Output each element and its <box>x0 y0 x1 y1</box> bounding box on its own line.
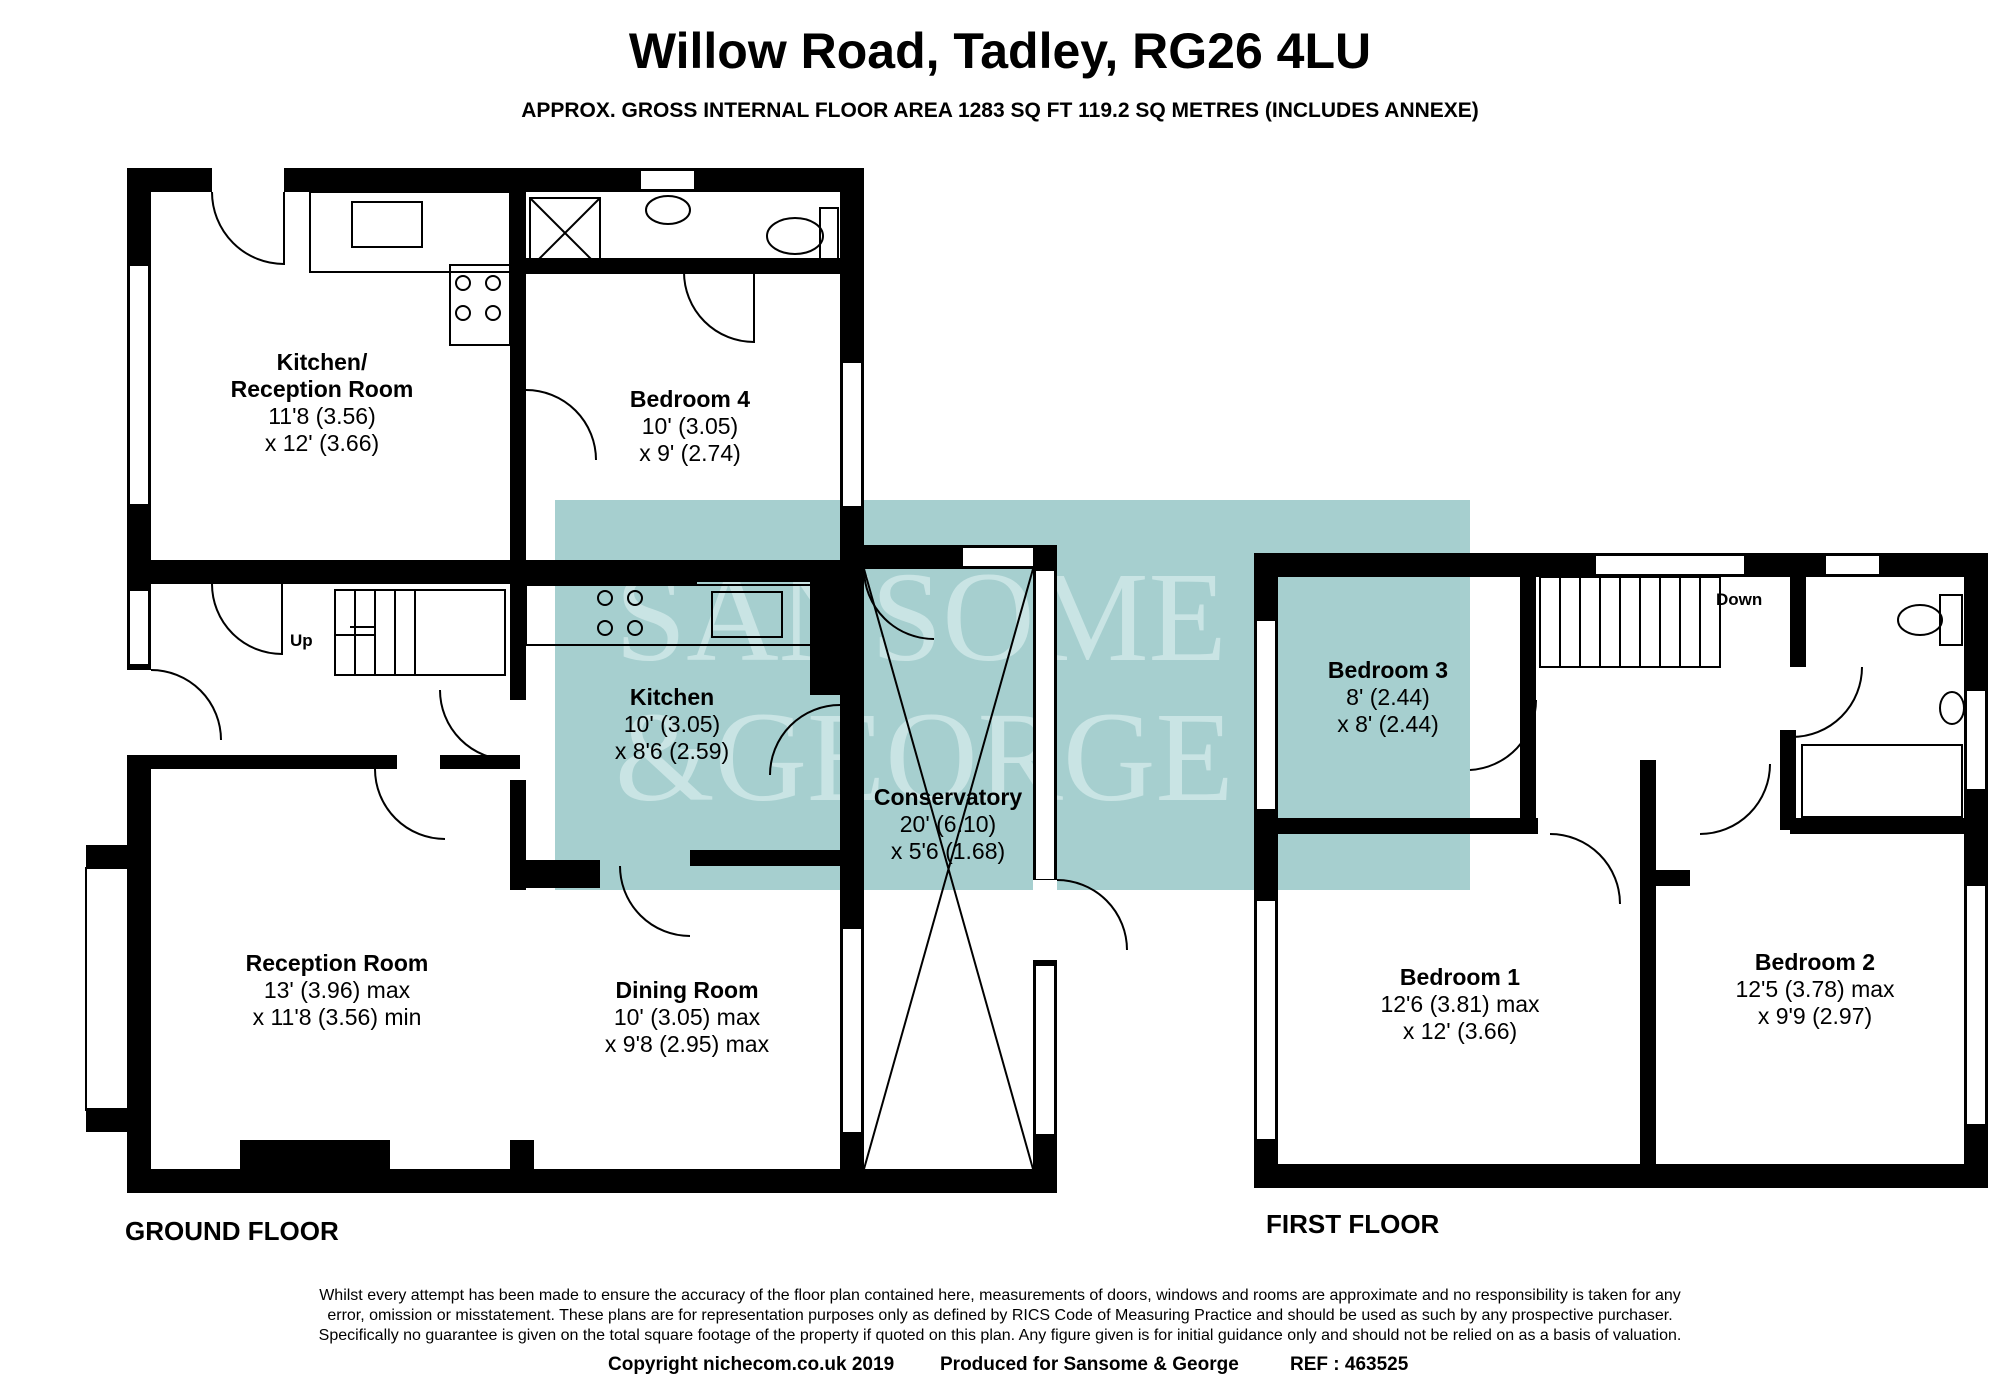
window <box>1034 569 1056 881</box>
room-name-bedroom-3: Bedroom 3 <box>1328 657 1448 683</box>
door-swing <box>1056 879 1128 951</box>
room-name-bedroom-4: Bedroom 4 <box>630 386 750 412</box>
door-swing <box>619 865 691 937</box>
room-dim-conservatory: 20' (6.10) <box>900 811 996 837</box>
room-name-kitchen-reception: Reception Room <box>231 376 414 402</box>
room-dim-bedroom-2: 12'5 (3.78) max <box>1735 976 1895 1002</box>
room-name-kitchen: Kitchen <box>630 684 714 710</box>
room-dim-bedroom-1: x 12' (3.66) <box>1403 1018 1517 1044</box>
window <box>85 867 129 1111</box>
window <box>1034 964 1056 1136</box>
room-dim-conservatory: x 5'6 (1.68) <box>891 838 1005 864</box>
window <box>128 589 150 666</box>
page-subtitle: APPROX. GROSS INTERNAL FLOOR AREA 1283 S… <box>521 99 1479 122</box>
page-title: Willow Road, Tadley, RG26 4LU <box>629 23 1371 79</box>
door-swing <box>150 669 222 741</box>
room-dim-kitchen-reception: 11'8 (3.56) <box>268 403 376 429</box>
window <box>1255 619 1277 811</box>
first-floor-plan: Bedroom 3 8' (2.44) x 8' (2.44) Bedroom … <box>1254 553 1988 1239</box>
room-dim-bedroom-3: x 8' (2.44) <box>1337 711 1439 737</box>
room-dim-reception: 13' (3.96) max <box>264 977 411 1003</box>
room-name-dining: Dining Room <box>615 977 758 1003</box>
room-name-bedroom-2: Bedroom 2 <box>1755 949 1875 975</box>
window <box>841 361 863 508</box>
room-dim-reception: x 11'8 (3.56) min <box>253 1004 422 1030</box>
door-swing <box>211 583 283 656</box>
door-swing <box>1549 833 1621 905</box>
disclaimer-line-2: error, omission or misstatement. These p… <box>327 1307 1672 1324</box>
door-swing <box>211 191 285 266</box>
room-dim-bedroom-4: x 9' (2.74) <box>639 440 741 466</box>
room-dim-bedroom-3: 8' (2.44) <box>1346 684 1430 710</box>
room-dim-kitchen: x 8'6 (2.59) <box>615 738 729 764</box>
door-swing <box>683 271 755 344</box>
room-dim-kitchen-reception: x 12' (3.66) <box>265 430 379 456</box>
room-dim-bedroom-1: 12'6 (3.81) max <box>1380 991 1540 1017</box>
footer-copyright: Copyright nichecom.co.uk 2019 <box>608 1354 894 1375</box>
door-swing <box>439 689 511 761</box>
watermark-line-2: &GEORGE <box>615 686 1234 828</box>
door-swing <box>769 704 841 776</box>
door-swing <box>1699 763 1771 835</box>
door-swing <box>525 389 597 461</box>
room-name-conservatory: Conservatory <box>874 784 1022 810</box>
window <box>961 546 1035 568</box>
window <box>1255 899 1277 1141</box>
room-dim-dining: x 9'8 (2.95) max <box>605 1031 770 1057</box>
room-dim-dining: 10' (3.05) max <box>614 1004 761 1030</box>
room-name-reception: Reception Room <box>246 950 429 976</box>
window <box>1965 884 1987 1126</box>
disclaimer-line-3: Specifically no guarantee is given on th… <box>319 1327 1682 1344</box>
ground-floor-plan: Kitchen/ Reception Room 11'8 (3.56) x 12… <box>85 168 1128 1246</box>
door-swing <box>863 568 935 640</box>
window <box>1965 689 1987 791</box>
door-swing <box>1469 699 1538 771</box>
door-swing <box>1791 666 1863 738</box>
room-dim-bedroom-2: x 9'9 (2.97) <box>1758 1003 1872 1029</box>
room-name-bedroom-1: Bedroom 1 <box>1400 964 1520 990</box>
window <box>639 169 696 191</box>
room-name-kitchen-reception: Kitchen/ <box>277 349 368 375</box>
footer-produced: Produced for Sansome & George <box>940 1354 1239 1375</box>
stairs-down-label: Down <box>1716 590 1762 609</box>
window <box>841 927 863 1134</box>
footer-ref: REF : 463525 <box>1290 1354 1409 1375</box>
stairs-up-label: Up <box>290 631 313 650</box>
disclaimer-line-1: Whilst every attempt has been made to en… <box>319 1287 1681 1304</box>
ground-floor-label: GROUND FLOOR <box>125 1216 339 1246</box>
first-floor-label: FIRST FLOOR <box>1266 1209 1440 1239</box>
window <box>128 264 150 506</box>
window <box>1824 554 1881 576</box>
room-dim-bedroom-4: 10' (3.05) <box>642 413 738 439</box>
room-dim-kitchen: 10' (3.05) <box>624 711 720 737</box>
door-swing <box>374 768 446 840</box>
window <box>1594 554 1746 576</box>
